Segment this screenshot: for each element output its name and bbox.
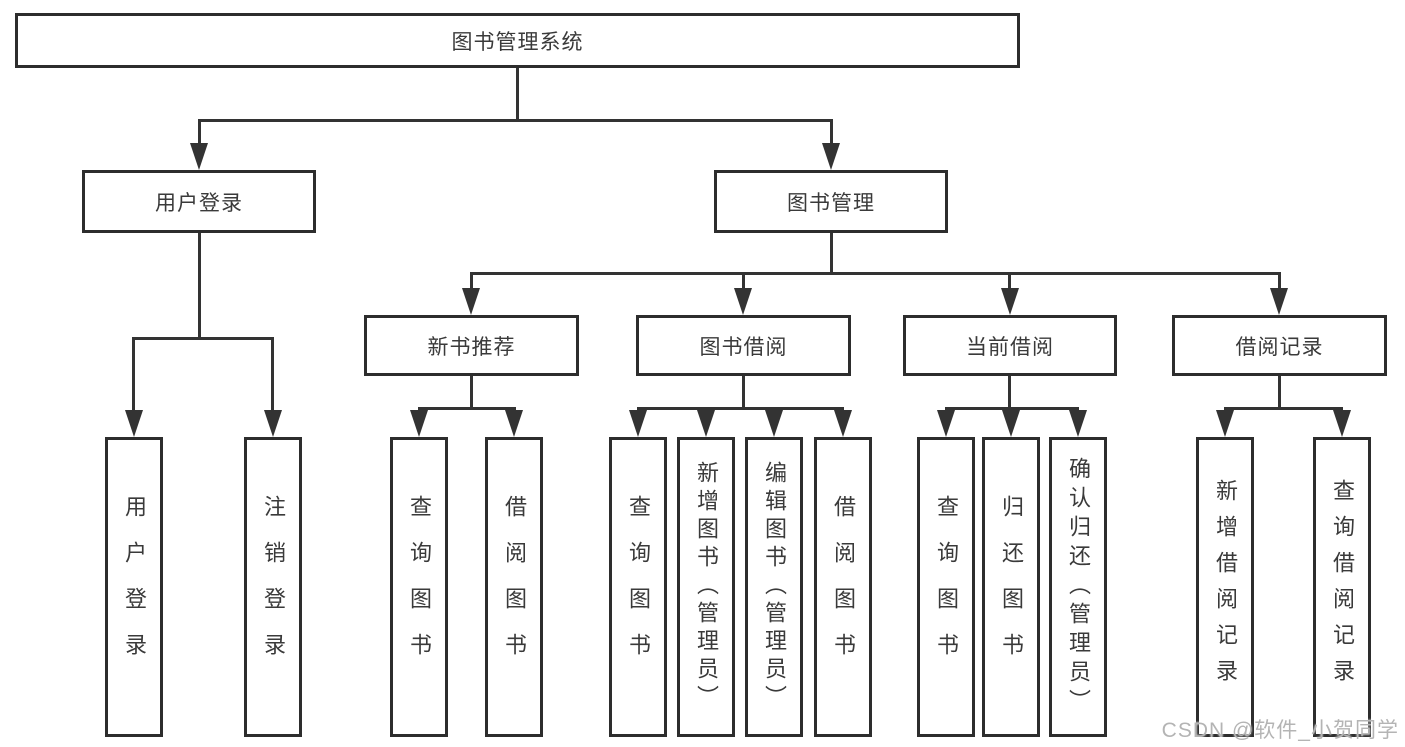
node-root: 图书管理系统 (15, 13, 1020, 68)
node-borrowing-records: 借阅记录 (1172, 315, 1387, 376)
arrow-down-icon (697, 410, 715, 437)
leaf-label: 查询图书 (407, 495, 432, 679)
leaf-newbooks-query-books: 查询图书 (390, 437, 448, 737)
arrow-down-icon (734, 288, 752, 315)
leaf-borrow-query-books: 查询图书 (609, 437, 667, 737)
leaf-records-add-record: 新增借阅记录 (1196, 437, 1254, 737)
node-user-login-label: 用户登录 (155, 191, 243, 215)
connector-line (742, 376, 745, 407)
connector-line (198, 119, 201, 145)
arrow-down-icon (765, 410, 783, 437)
connector-line (945, 407, 1079, 410)
connector-line (1008, 376, 1011, 407)
node-book-management: 图书管理 (714, 170, 948, 233)
node-book-borrowing: 图书借阅 (636, 315, 851, 376)
node-new-book-recommend: 新书推荐 (364, 315, 579, 376)
arrow-down-icon (629, 410, 647, 437)
connector-line (1278, 272, 1281, 289)
leaf-label: 查询借阅记录 (1330, 479, 1355, 695)
leaf-label: 用户登录 (122, 495, 147, 679)
node-current-borrowing: 当前借阅 (903, 315, 1117, 376)
connector-line (418, 407, 516, 410)
arrow-down-icon (410, 410, 428, 437)
arrow-down-icon (1270, 288, 1288, 315)
connector-line (470, 272, 473, 289)
leaf-newbooks-borrow-books: 借阅图书 (485, 437, 543, 737)
connector-line (470, 272, 1281, 275)
connector-line (198, 233, 201, 337)
arrow-down-icon (505, 410, 523, 437)
arrow-down-icon (937, 410, 955, 437)
node-book-management-label: 图书管理 (787, 191, 875, 215)
node-borrowing-records-label: 借阅记录 (1235, 335, 1324, 359)
node-book-borrowing-label: 图书借阅 (699, 335, 788, 359)
connector-line (830, 233, 833, 272)
connector-line (271, 337, 274, 411)
connector-line (1008, 272, 1011, 289)
arrow-down-icon (462, 288, 480, 315)
leaf-label: 新增图书（管理员） (694, 461, 719, 713)
leaf-current-confirm-return-admin: 确认归还（管理员） (1049, 437, 1107, 737)
leaf-logout: 注销登录 (244, 437, 302, 737)
leaf-borrow-edit-books-admin: 编辑图书（管理员） (745, 437, 803, 737)
arrow-down-icon (1001, 288, 1019, 315)
leaf-label: 借阅图书 (502, 495, 527, 679)
arrow-down-icon (125, 410, 143, 437)
leaf-label: 归还图书 (999, 495, 1024, 679)
connector-line (470, 376, 473, 407)
arrow-down-icon (834, 410, 852, 437)
csdn-watermark: CSDN @软件_小贺同学 (1161, 719, 1399, 742)
leaf-label: 注销登录 (261, 495, 286, 679)
leaf-label: 新增借阅记录 (1213, 479, 1238, 695)
leaf-label: 编辑图书（管理员） (762, 461, 787, 713)
node-new-book-recommend-label: 新书推荐 (427, 335, 516, 359)
connector-line (830, 119, 833, 145)
arrow-down-icon (190, 143, 208, 170)
leaf-records-query-record: 查询借阅记录 (1313, 437, 1371, 737)
arrow-down-icon (822, 143, 840, 170)
connector-line (742, 272, 745, 289)
leaf-label: 借阅图书 (831, 495, 856, 679)
arrow-down-icon (1333, 410, 1351, 437)
connector-line (637, 407, 844, 410)
arrow-down-icon (1002, 410, 1020, 437)
node-user-login: 用户登录 (82, 170, 316, 233)
node-root-label: 图书管理系统 (451, 30, 584, 54)
leaf-borrow-borrow-books: 借阅图书 (814, 437, 872, 737)
arrow-down-icon (1069, 410, 1087, 437)
connector-line (198, 119, 832, 122)
connector-line (516, 67, 519, 119)
leaf-label: 查询图书 (626, 495, 651, 679)
connector-line (1278, 376, 1281, 407)
leaf-user-login: 用户登录 (105, 437, 163, 737)
leaf-label: 确认归还（管理员） (1066, 456, 1091, 718)
node-current-borrowing-label: 当前借阅 (966, 335, 1054, 359)
connector-line (132, 337, 135, 411)
leaf-label: 查询图书 (934, 495, 959, 679)
leaf-current-query-books: 查询图书 (917, 437, 975, 737)
connector-line (1224, 407, 1343, 410)
arrow-down-icon (1216, 410, 1234, 437)
leaf-current-return-books: 归还图书 (982, 437, 1040, 737)
arrow-down-icon (264, 410, 282, 437)
connector-line (133, 337, 274, 340)
leaf-borrow-add-books-admin: 新增图书（管理员） (677, 437, 735, 737)
